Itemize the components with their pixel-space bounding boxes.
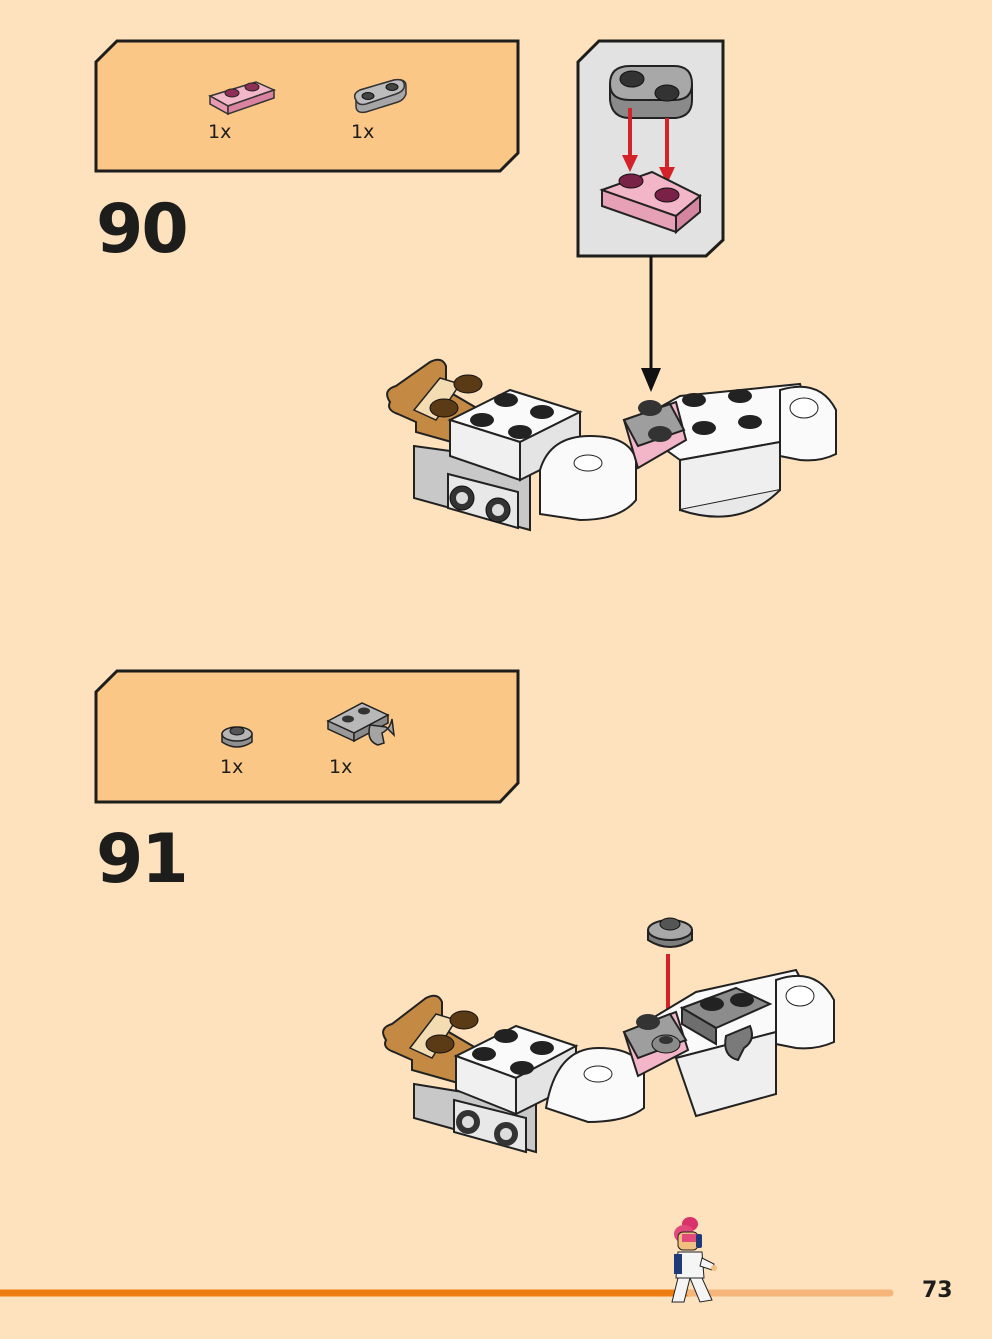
pink-transparent-plate-icon [208, 81, 277, 116]
step-90-number: 90 [96, 190, 189, 269]
gray-round-plate-icon [221, 726, 253, 748]
step-90-part-1-qty: 1x [208, 121, 232, 143]
progress-bar [0, 1289, 894, 1297]
minifigure-progress-marker [671, 1217, 717, 1303]
step-91-number: 91 [96, 820, 189, 899]
gray-clip-plate-icon [326, 702, 396, 746]
step-90-part-2-qty: 1x [351, 121, 375, 143]
step-90-model [386, 358, 837, 532]
step-91-part-1-qty: 1x [220, 756, 244, 778]
step-91-model [382, 917, 835, 1154]
gray-rounded-plate-icon [353, 78, 407, 114]
page-number: 73 [922, 1278, 953, 1303]
step-91-part-2-qty: 1x [329, 756, 353, 778]
